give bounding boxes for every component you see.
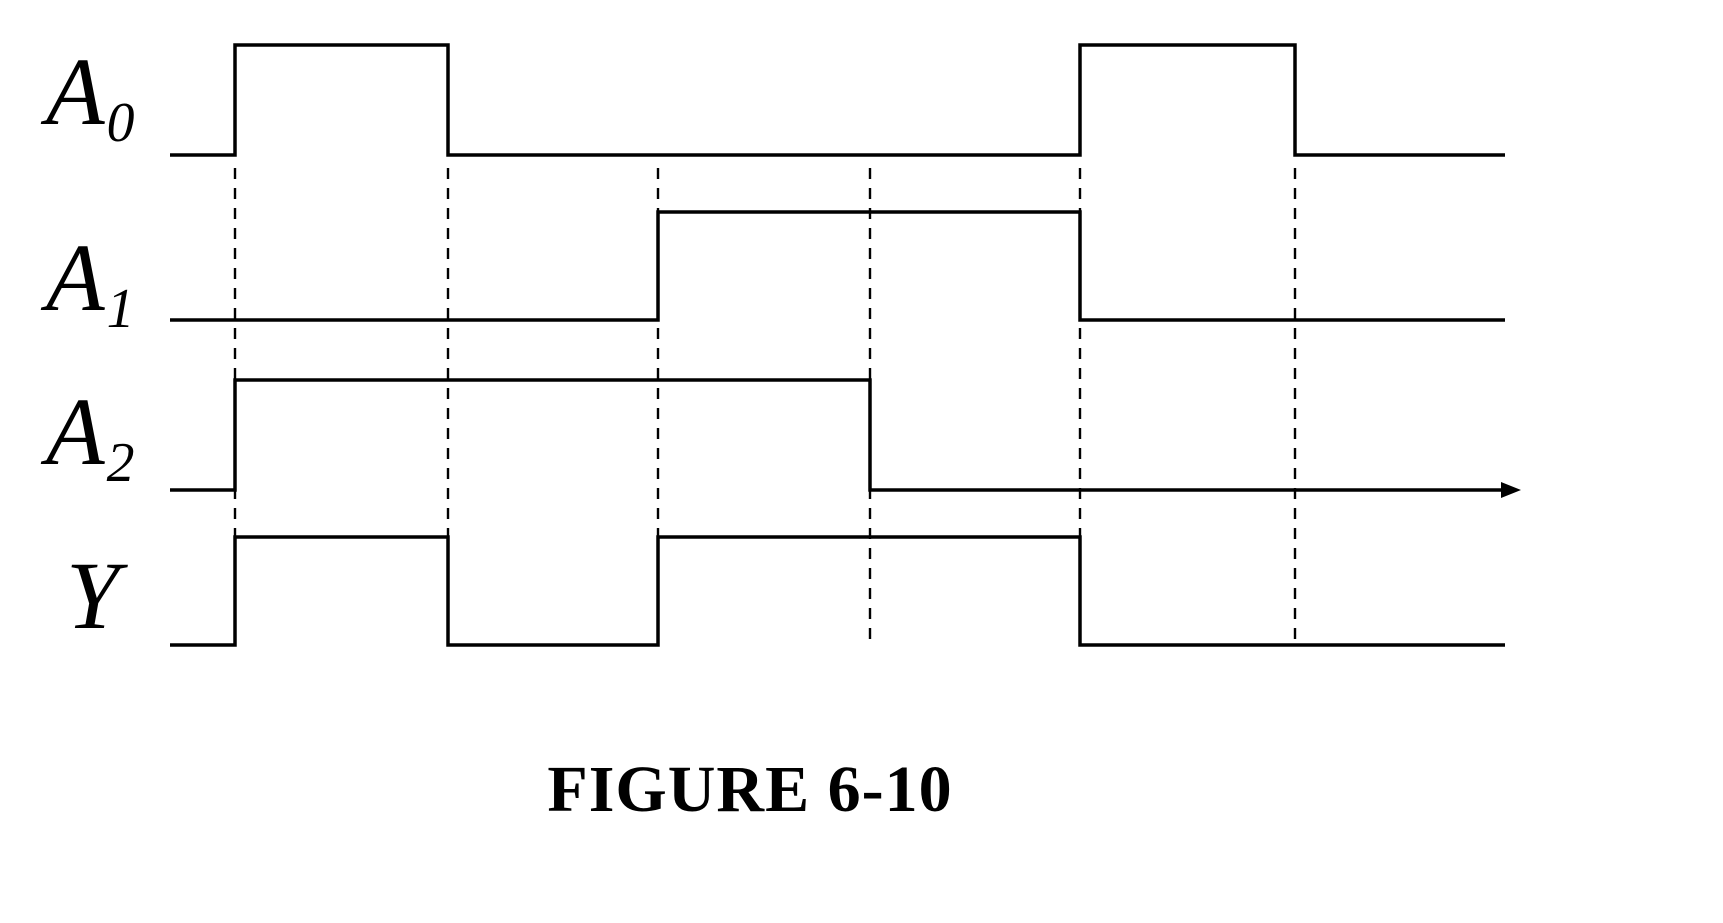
waveform-y: [170, 535, 1505, 647]
arrowhead-a2: [1501, 482, 1521, 498]
waveform-a2: [170, 378, 1505, 492]
figure-caption: FIGURE 6-10: [547, 753, 953, 826]
signal-letter: Y: [66, 542, 120, 649]
signal-letter: A: [46, 38, 105, 145]
signal-label-a1: A1: [46, 230, 134, 337]
signal-label-y: Y: [66, 548, 121, 644]
signal-label-a0: A0: [46, 44, 134, 151]
signal-subscript: 1: [106, 277, 135, 340]
signal-subscript: 0: [106, 91, 135, 154]
signal-label-a2: A2: [46, 384, 134, 491]
signal-letter: A: [46, 378, 105, 485]
signal-subscript: 2: [106, 431, 135, 494]
waveform-a1: [170, 210, 1505, 322]
signal-letter: A: [46, 224, 105, 331]
waveform-a0: [170, 43, 1505, 157]
